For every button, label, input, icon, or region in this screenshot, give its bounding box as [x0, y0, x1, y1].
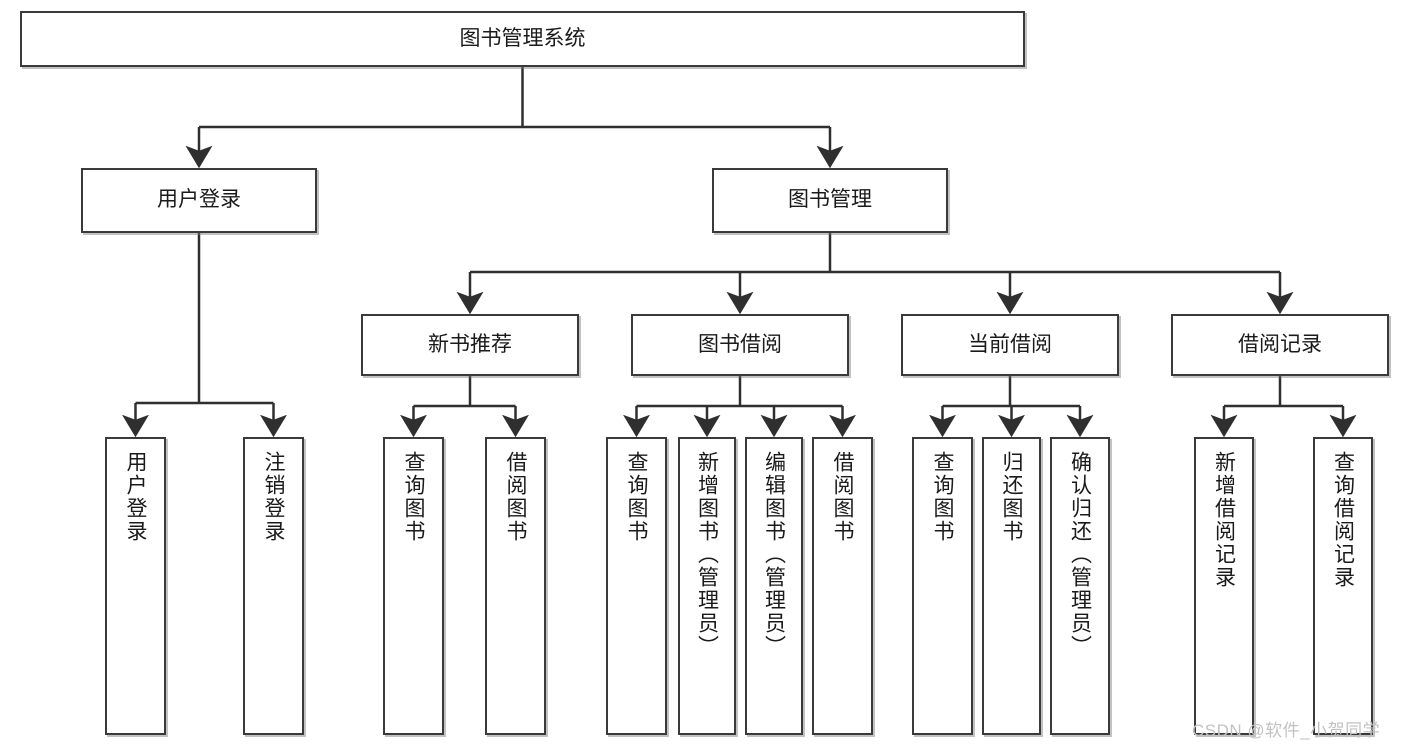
node-current-borrow[interactable]: 当前借阅	[901, 314, 1119, 376]
node-label: 查询图书	[625, 451, 648, 543]
node-label: 图书管理系统	[459, 26, 586, 50]
node-label: 新书推荐	[428, 332, 512, 356]
node-label: 借阅图书	[504, 451, 527, 543]
node-label: 用户登录	[124, 451, 147, 543]
node-book-management[interactable]: 图书管理	[712, 168, 948, 233]
edge-paths	[122, 67, 1357, 438]
leaf-current-return-book[interactable]: 归还图书	[982, 437, 1041, 735]
node-label: 查询图书	[931, 451, 954, 543]
leaf-borrow-query-book[interactable]: 查询图书	[606, 437, 667, 735]
node-label: 查询借阅记录	[1331, 451, 1355, 589]
watermark: CSDN @软件_小贺同学	[1192, 721, 1381, 740]
node-label: 注销登录	[262, 451, 285, 543]
node-new-book-recommend[interactable]: 新书推荐	[361, 314, 579, 376]
node-book-borrow[interactable]: 图书借阅	[631, 314, 849, 376]
node-user-login[interactable]: 用户登录	[81, 168, 317, 233]
node-label: 编辑图书（管理员）	[762, 451, 786, 658]
leaf-current-query-book[interactable]: 查询图书	[912, 437, 973, 735]
node-label: 借阅记录	[1238, 332, 1322, 356]
leaf-recommend-query-book[interactable]: 查询图书	[383, 437, 444, 735]
leaf-current-confirm-return-admin[interactable]: 确认归还（管理员）	[1050, 437, 1110, 735]
node-label: 新增图书（管理员）	[695, 451, 719, 658]
node-label: 图书借阅	[698, 332, 782, 356]
node-label: 借阅图书	[831, 451, 854, 543]
node-label: 查询图书	[402, 451, 425, 543]
leaf-recommend-borrow-book[interactable]: 借阅图书	[485, 437, 546, 735]
leaf-borrow-lend-book[interactable]: 借阅图书	[812, 437, 873, 735]
node-label: 新增借阅记录	[1212, 451, 1236, 589]
node-root[interactable]: 图书管理系统	[20, 11, 1025, 67]
node-borrow-record[interactable]: 借阅记录	[1171, 314, 1389, 376]
leaf-user-logout[interactable]: 注销登录	[243, 437, 304, 735]
node-label: 图书管理	[788, 188, 872, 212]
leaf-borrow-edit-book-admin[interactable]: 编辑图书（管理员）	[745, 437, 803, 735]
node-label: 归还图书	[1000, 451, 1023, 543]
leaf-user-login[interactable]: 用户登录	[105, 437, 166, 735]
leaf-record-add-borrow-record[interactable]: 新增借阅记录	[1194, 437, 1254, 735]
leaf-borrow-add-book-admin[interactable]: 新增图书（管理员）	[678, 437, 736, 735]
node-label: 用户登录	[157, 188, 241, 212]
leaf-record-query-borrow-record[interactable]: 查询借阅记录	[1313, 437, 1373, 735]
node-label: 当前借阅	[968, 332, 1052, 356]
node-label: 确认归还（管理员）	[1068, 451, 1092, 658]
